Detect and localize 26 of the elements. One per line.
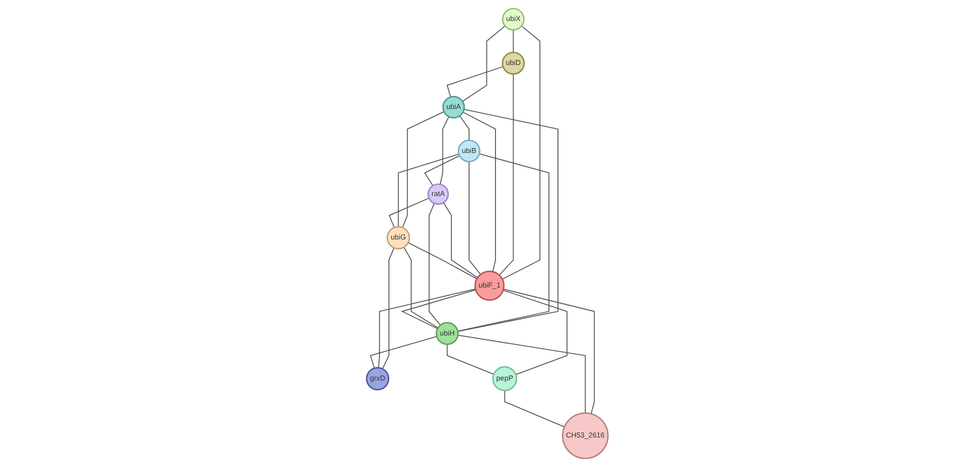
connector: [382, 247, 395, 370]
connector: [408, 242, 478, 280]
connector: [447, 344, 494, 375]
connector: [402, 111, 445, 228]
connector: [388, 198, 430, 228]
connector: [446, 66, 504, 98]
connector: [460, 115, 470, 141]
connector: [398, 154, 460, 228]
connector: [443, 202, 478, 278]
connector: [401, 289, 476, 330]
connector: [462, 112, 496, 272]
connector: [404, 246, 439, 328]
connector: [468, 161, 482, 275]
connector: [504, 390, 566, 428]
connector: [513, 29, 514, 53]
connector: [378, 288, 476, 368]
connector: [458, 153, 550, 332]
connector: [502, 290, 568, 376]
connector: [428, 202, 442, 326]
connector: [458, 334, 586, 414]
connector: [499, 74, 514, 276]
connector: [462, 26, 506, 102]
connector: [503, 288, 595, 414]
connector: [370, 336, 438, 369]
connector: [440, 116, 450, 185]
connector: [424, 155, 460, 186]
